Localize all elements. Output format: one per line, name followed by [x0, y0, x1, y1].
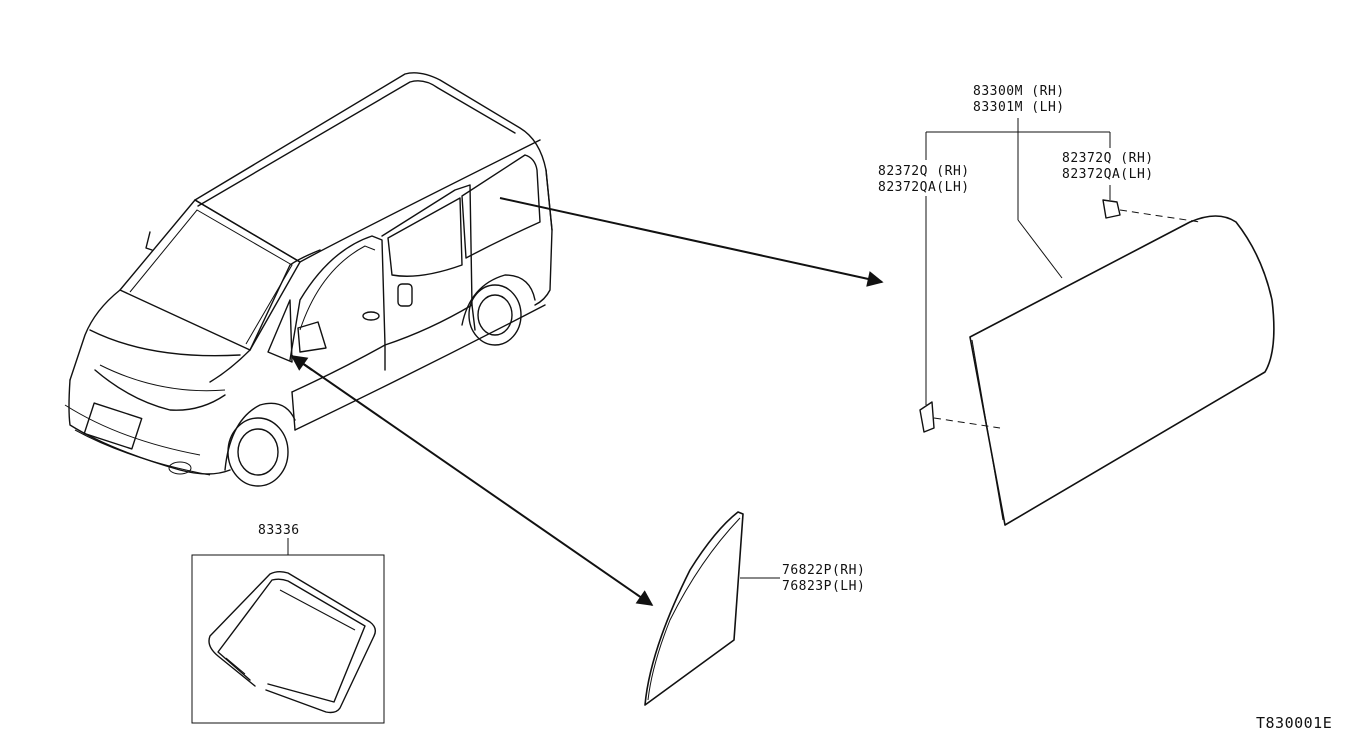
figure-code: T830001E — [1256, 714, 1332, 732]
rear-glass-leaders — [925, 118, 1111, 405]
front-quarter-source-arrowhead — [290, 355, 313, 371]
clip-left-label-rh: 82372Q (RH) — [878, 164, 970, 179]
moulding-kit-box — [191, 538, 385, 724]
front-quarter-glass-arrow — [291, 355, 654, 606]
front-quarter-glass-part — [644, 511, 780, 706]
rear-side-glass-part — [919, 199, 1275, 526]
front-quarter-label-lh: 76823P(LH) — [782, 579, 865, 594]
front-quarter-label-rh: 76822P(RH) — [782, 563, 865, 578]
rear-glass-arrow — [499, 197, 884, 287]
moulding-kit-label: 83336 — [258, 523, 300, 538]
van-illustration — [64, 72, 553, 487]
rear-glass-label-lh: 83301M (LH) — [973, 100, 1065, 115]
rear-glass-label-rh: 83300M (RH) — [973, 84, 1065, 99]
clip-right-label-lh: 82372QA(LH) — [1062, 167, 1154, 182]
clip-left-label-lh: 82372QA(LH) — [878, 180, 970, 195]
glass-clip-right — [1102, 199, 1121, 219]
glass-clip-left — [919, 401, 935, 433]
clip-right-label-rh: 82372Q (RH) — [1062, 151, 1154, 166]
